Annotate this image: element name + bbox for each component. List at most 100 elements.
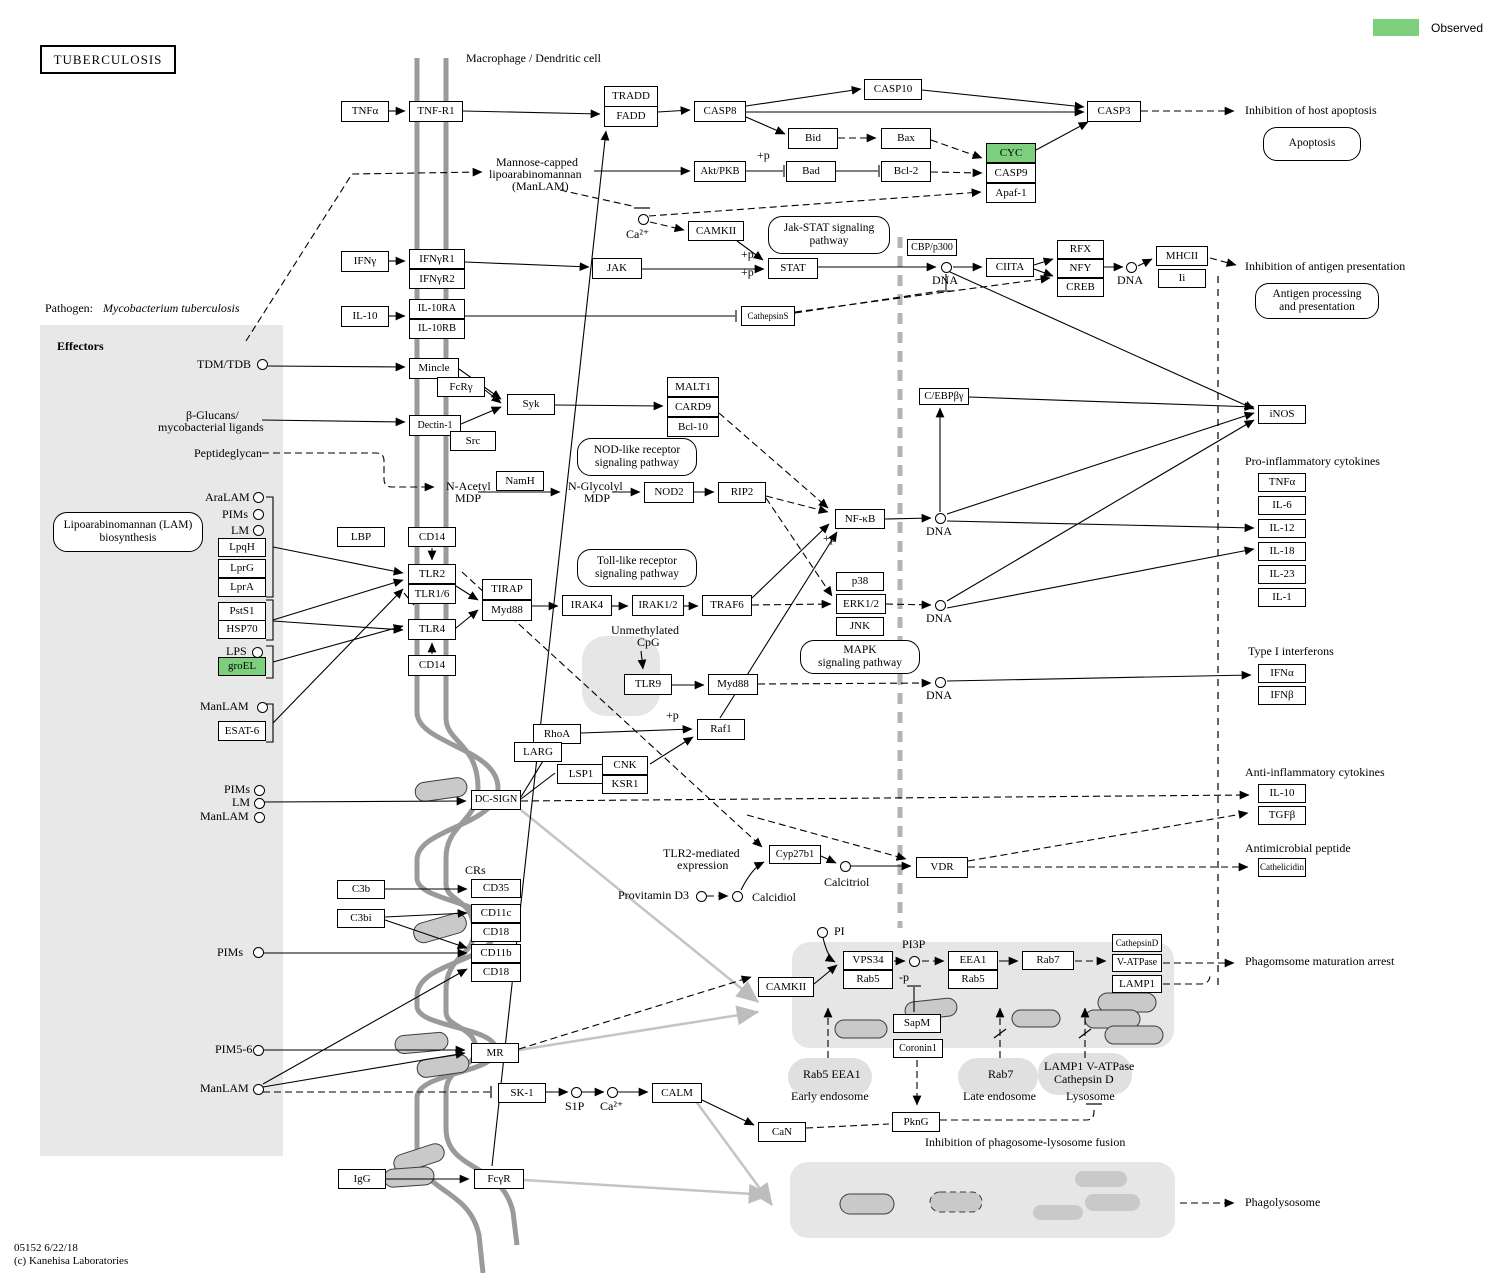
pathway-lipoarabinomannan-lam[interactable]: Lipoarabinomannan (LAM) biosynthesis — [53, 512, 203, 552]
node-bcl-2[interactable]: Bcl-2 — [881, 161, 931, 182]
node-fadd[interactable]: FADD — [604, 106, 658, 127]
node-casp3[interactable]: CASP3 — [1087, 101, 1141, 122]
node-ifn[interactable]: IFNα — [1258, 664, 1306, 683]
pathway-mapk[interactable]: MAPK signaling pathway — [800, 640, 920, 674]
node-dc-sign[interactable]: DC-SIGN — [471, 790, 521, 810]
node-il-6[interactable]: IL-6 — [1258, 496, 1306, 515]
node-il-12[interactable]: IL-12 — [1258, 519, 1306, 538]
node-cathelicidin[interactable]: Cathelicidin — [1258, 858, 1306, 877]
node-camkii[interactable]: CAMKII — [758, 977, 814, 997]
node-namh[interactable]: NamH — [496, 471, 544, 491]
pathway-jak-stat-signaling[interactable]: Jak-STAT signaling pathway — [768, 216, 890, 254]
node-lpra[interactable]: LprA — [218, 578, 266, 597]
node-rab7[interactable]: Rab7 — [1022, 951, 1074, 970]
node-jak[interactable]: JAK — [592, 258, 642, 279]
node-inos[interactable]: iNOS — [1258, 405, 1306, 424]
node-cd18[interactable]: CD18 — [471, 963, 521, 982]
node-casp10[interactable]: CASP10 — [864, 79, 922, 100]
node-dectin-1[interactable]: Dectin-1 — [409, 415, 461, 436]
node-cyp27b1[interactable]: Cyp27b1 — [769, 845, 821, 864]
node-coronin1[interactable]: Coronin1 — [893, 1039, 943, 1058]
node-fc-r[interactable]: FcγR — [474, 1169, 524, 1189]
node-c3bi[interactable]: C3bi — [337, 909, 385, 928]
node-vps34[interactable]: VPS34 — [843, 951, 893, 970]
compound-circle[interactable] — [934, 599, 946, 611]
node-mincle[interactable]: Mincle — [409, 358, 459, 379]
node-cathepsins[interactable]: CathepsinS — [741, 306, 795, 326]
pathway-antigen-processing[interactable]: Antigen processing and presentation — [1255, 283, 1379, 319]
node-sk-1[interactable]: SK-1 — [498, 1083, 546, 1103]
node-il-1[interactable]: IL-1 — [1258, 588, 1306, 607]
node-p38[interactable]: p38 — [836, 572, 884, 591]
compound-circle[interactable] — [252, 491, 264, 503]
compound-circle[interactable] — [253, 811, 265, 823]
node-creb[interactable]: CREB — [1057, 278, 1104, 297]
node-tlr4[interactable]: TLR4 — [408, 619, 456, 640]
pathway-toll-like-receptor[interactable]: Toll-like receptor signaling pathway — [577, 549, 697, 587]
node-tlr1-6[interactable]: TLR1/6 — [408, 584, 456, 604]
node-cyc[interactable]: CYC — [986, 143, 1036, 163]
node-bax[interactable]: Bax — [881, 128, 931, 149]
node-cd14[interactable]: CD14 — [408, 655, 456, 676]
node-can[interactable]: CaN — [758, 1122, 806, 1142]
compound-circle[interactable] — [731, 890, 743, 902]
node-eea1[interactable]: EEA1 — [948, 951, 998, 970]
node-myd88[interactable]: Myd88 — [482, 600, 532, 621]
node-lpqh[interactable]: LpqH — [218, 538, 266, 557]
node-rfx[interactable]: RFX — [1057, 240, 1104, 259]
node-rhoa[interactable]: RhoA — [533, 724, 581, 744]
node-irak1-2[interactable]: IRAK1/2 — [632, 595, 684, 616]
node-larg[interactable]: LARG — [514, 742, 562, 762]
node-bid[interactable]: Bid — [788, 128, 838, 149]
node-il-23[interactable]: IL-23 — [1258, 565, 1306, 584]
node-fcr[interactable]: FcRγ — [437, 377, 485, 397]
node-ifn[interactable]: IFNβ — [1258, 686, 1306, 705]
node-camkii[interactable]: CAMKII — [688, 221, 744, 241]
node-casp8[interactable]: CASP8 — [694, 101, 746, 122]
node-ifn-r1[interactable]: IFNγR1 — [409, 249, 465, 269]
node-il-10[interactable]: IL-10 — [341, 306, 389, 327]
compound-circle[interactable] — [252, 1083, 264, 1095]
node-tlr9[interactable]: TLR9 — [624, 674, 672, 695]
compound-circle[interactable] — [695, 890, 707, 902]
node-malt1[interactable]: MALT1 — [667, 377, 719, 397]
node-c-ebp[interactable]: C/EBPβγ — [919, 388, 969, 405]
node-apaf-1[interactable]: Apaf-1 — [986, 183, 1036, 203]
node-mr[interactable]: MR — [471, 1043, 519, 1063]
node-raf1[interactable]: Raf1 — [697, 719, 745, 740]
node-rab5[interactable]: Rab5 — [948, 970, 998, 989]
node-il-18[interactable]: IL-18 — [1258, 542, 1306, 561]
node-lsp1[interactable]: LSP1 — [557, 764, 605, 784]
node-cd11b[interactable]: CD11b — [471, 944, 521, 963]
node-c3b[interactable]: C3b — [337, 880, 385, 899]
compound-circle[interactable] — [253, 784, 265, 796]
node-rip2[interactable]: RIP2 — [718, 482, 766, 503]
compound-circle[interactable] — [256, 358, 268, 370]
node-lprg[interactable]: LprG — [218, 559, 266, 578]
compound-circle[interactable] — [934, 676, 946, 688]
compound-circle[interactable] — [256, 701, 268, 713]
pathway-apoptosis[interactable]: Apoptosis — [1263, 127, 1361, 161]
node-card9[interactable]: CARD9 — [667, 397, 719, 417]
node-hsp70[interactable]: HSP70 — [218, 620, 266, 639]
node-lbp[interactable]: LBP — [337, 527, 385, 547]
node-ciita[interactable]: CIITA — [986, 258, 1034, 277]
node-calm[interactable]: CALM — [652, 1083, 702, 1103]
node-nf-b[interactable]: NF-κB — [835, 509, 885, 529]
node-jnk[interactable]: JNK — [836, 617, 884, 636]
node-groel[interactable]: groEL — [218, 657, 266, 676]
node-il-10rb[interactable]: IL-10RB — [409, 319, 465, 339]
node-ifn-r2[interactable]: IFNγR2 — [409, 269, 465, 289]
node-psts1[interactable]: PstS1 — [218, 602, 266, 621]
compound-circle[interactable] — [839, 860, 851, 872]
node-ifn[interactable]: IFNγ — [341, 251, 389, 272]
node-il-10ra[interactable]: IL-10RA — [409, 299, 465, 319]
node-ii[interactable]: Ii — [1158, 269, 1206, 288]
compound-circle[interactable] — [252, 524, 264, 536]
node-mhcii[interactable]: MHCII — [1156, 246, 1208, 266]
node-nod2[interactable]: NOD2 — [644, 482, 694, 503]
node-bad[interactable]: Bad — [786, 161, 836, 182]
node-cnk[interactable]: CNK — [602, 756, 648, 775]
node-tnf-r1[interactable]: TNF-R1 — [409, 101, 463, 122]
node-vdr[interactable]: VDR — [916, 857, 968, 878]
